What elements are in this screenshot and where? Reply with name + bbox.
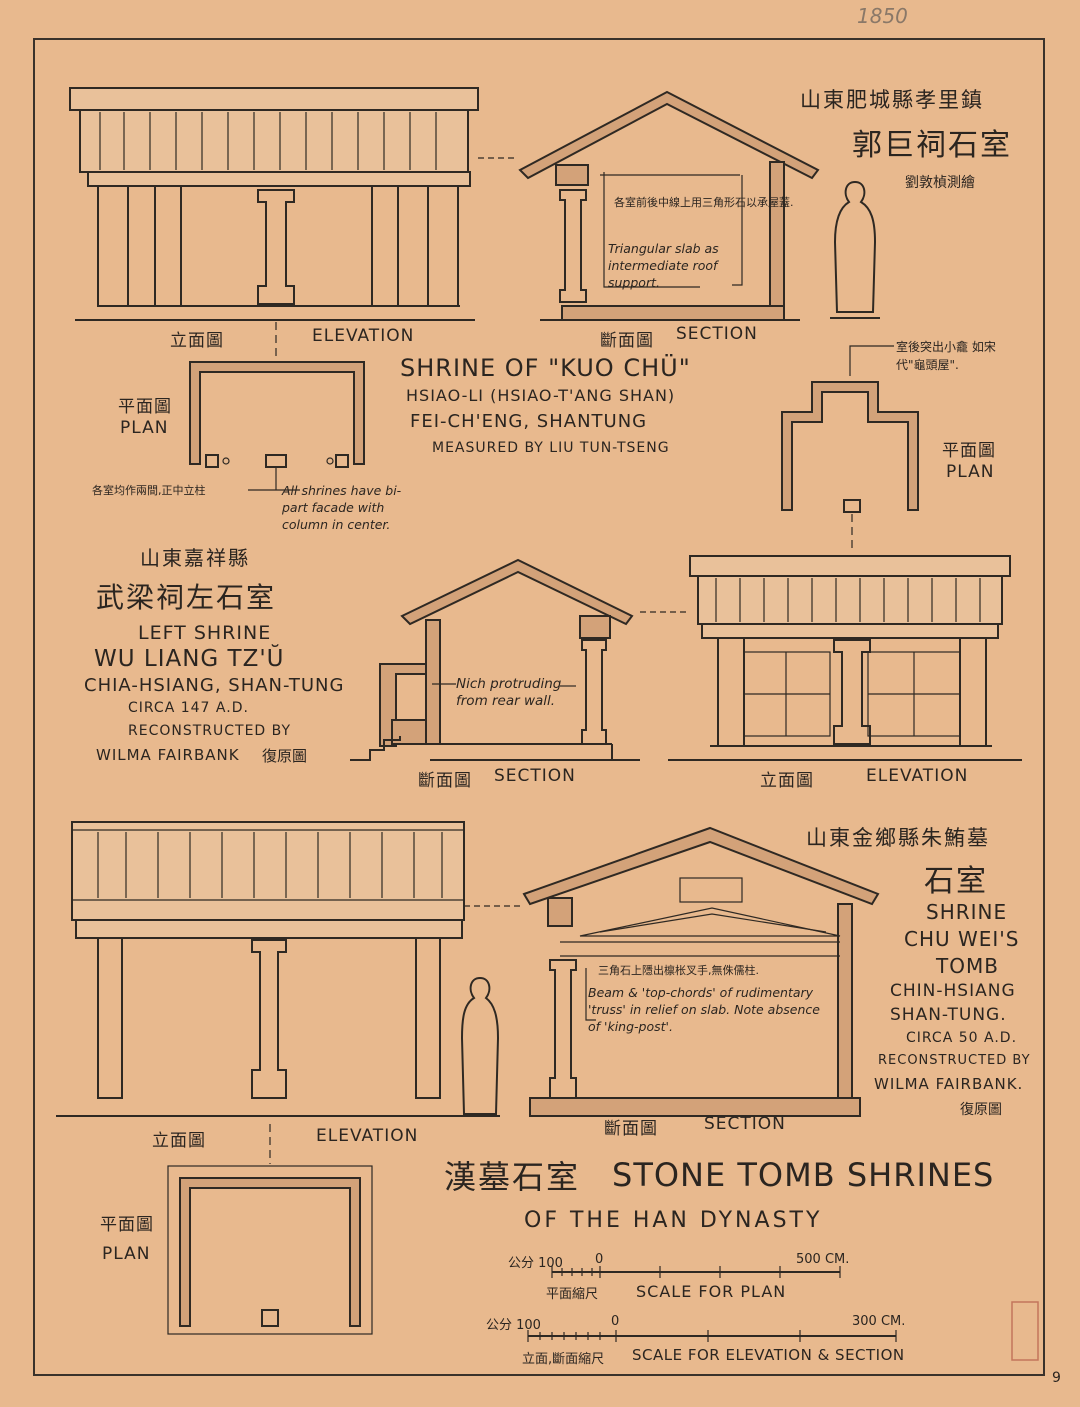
chu-wei-plan-cn: 平面圖 [100, 1215, 154, 1235]
chu-wei-elevation-label: ELEVATION [316, 1126, 419, 1146]
wu-liang-line6: WILMA FAIRBANK [96, 746, 240, 764]
elev-scale-unit: 公分 100 [486, 1318, 541, 1333]
chu-wei-line5: SHAN-TUNG. [890, 1005, 1007, 1025]
chu-wei-cn-credit: 復原圖 [960, 1102, 1002, 1118]
kuo-chu-elevation-cn: 立面圖 [170, 331, 224, 351]
kuo-chu-plan-label: PLAN [120, 418, 169, 438]
red-seal-stamp [1011, 1301, 1039, 1361]
chu-wei-elevation [56, 821, 522, 1164]
chu-wei-section-cn: 斷面圖 [604, 1119, 658, 1139]
chu-wei-line1: SHRINE [926, 900, 1008, 924]
wu-liang-line4: CIRCA 147 A.D. [128, 700, 249, 716]
wu-liang-section-cn: 斷面圖 [418, 771, 472, 791]
wu-liang-elevation-cn: 立面圖 [760, 771, 814, 791]
plan-scale-bar [551, 1266, 841, 1278]
chu-wei-section-note: Beam & 'top-chords' of rudimentary 'trus… [588, 985, 820, 1034]
kuo-chu-plan-note-cn: 各室均作兩間,正中立柱 [92, 484, 206, 497]
chu-wei-elevation-cn: 立面圖 [152, 1131, 206, 1151]
chu-wei-line3: TOMB [936, 954, 999, 978]
wu-liang-line2: WU LIANG TZ'Ŭ [94, 646, 285, 672]
kuo-chu-elevation-label: ELEVATION [312, 326, 415, 346]
chu-wei-plan-label: PLAN [102, 1244, 151, 1264]
plan-scale-cn: 平面縮尺 [546, 1287, 599, 1302]
chu-wei-line4: CHIN-HSIANG [890, 981, 1016, 1001]
kuo-chu-section-label: SECTION [676, 324, 758, 344]
elev-scale-zero: 0 [611, 1314, 620, 1329]
wu-liang-plan-label: PLAN [946, 462, 995, 482]
page-number: 9 [1052, 1370, 1061, 1386]
chu-wei-line2: CHU WEI'S [904, 927, 1020, 951]
kuo-chu-title: SHRINE OF "KUO CHÜ" [400, 354, 691, 382]
kuo-chu-cn-location: 山東肥城縣孝里鎮 [800, 88, 984, 112]
kuo-chu-cn-name: 郭巨祠石室 [852, 128, 1012, 163]
wu-liang-line3: CHIA-HSIANG, SHAN-TUNG [84, 675, 345, 696]
wu-liang-plan-note-cn: 室後突出小龕 如宋代"龜頭屋". [896, 340, 996, 372]
chu-wei-section [522, 826, 880, 1117]
wu-liang-cn-location: 山東嘉祥縣 [140, 546, 250, 570]
main-title-cn: 漢墓石室 [444, 1158, 581, 1196]
kuo-chu-plan-note: All shrines have bi-part facade with col… [282, 483, 402, 532]
plan-scale-label: SCALE FOR PLAN [636, 1282, 787, 1301]
wu-liang-elevation-label: ELEVATION [866, 766, 969, 786]
wu-liang-section [350, 558, 640, 761]
kuo-chu-section-note: Triangular slab as intermediate roof sup… [608, 241, 719, 290]
plan-scale-unit: 公分 100 [508, 1256, 563, 1271]
chu-wei-line6: CIRCA 50 A.D. [906, 1030, 1018, 1046]
elevation-scale-bar [527, 1330, 897, 1342]
wu-liang-line1: LEFT SHRINE [138, 622, 272, 644]
kuo-chu-line1: HSIAO-LI (HSIAO-T'ANG SHAN) [406, 386, 676, 405]
kuo-chu-section-note-cn: 各室前後中線上用三角形石以承屋蓋. [614, 196, 794, 209]
wu-liang-plan [781, 345, 919, 552]
wu-liang-section-note: Nich protruding from rear wall. [456, 676, 562, 709]
sheet-border [33, 38, 1045, 1376]
human-scale-figure [830, 180, 880, 319]
elev-scale-cn: 立面,斷面縮尺 [522, 1352, 605, 1367]
elev-scale-label: SCALE FOR ELEVATION & SECTION [632, 1346, 905, 1364]
kuo-chu-section-cn: 斷面圖 [600, 331, 654, 351]
elev-scale-end: 300 CM. [852, 1314, 906, 1329]
wu-liang-cn-credit: 復原圖 [262, 747, 308, 765]
kuo-chu-cn-credit: 劉敦楨測繪 [905, 175, 975, 191]
wu-liang-plan-cn: 平面圖 [942, 441, 996, 461]
wu-liang-line5: RECONSTRUCTED BY [128, 723, 292, 739]
kuo-chu-line2: FEI-CH'ENG, SHANTUNG [410, 411, 648, 432]
wu-liang-cn-name: 武梁祠左石室 [96, 581, 277, 614]
chu-wei-cn-name: 石室 [924, 864, 988, 899]
main-title: STONE TOMB SHRINES [612, 1156, 995, 1194]
chu-wei-line7: RECONSTRUCTED BY [878, 1053, 1031, 1068]
wu-liang-elevation [640, 555, 1022, 761]
chu-wei-plan [167, 1165, 373, 1335]
chu-wei-section-label: SECTION [704, 1114, 786, 1134]
chu-wei-section-note-cn: 三角石上隱出檩枨叉手,無侏儒柱. [598, 964, 759, 977]
kuo-chu-elevation [69, 87, 518, 356]
wu-liang-section-label: SECTION [494, 766, 576, 786]
pencil-number: 1850 [857, 4, 908, 28]
chu-wei-line8: WILMA FAIRBANK. [874, 1075, 1024, 1093]
plan-scale-end: 500 CM. [796, 1252, 850, 1267]
plan-scale-zero: 0 [595, 1252, 604, 1267]
chu-wei-cn-location: 山東金鄉縣朱鮪墓 [806, 826, 990, 850]
kuo-chu-line3: MEASURED BY LIU TUN-TSENG [432, 440, 670, 456]
kuo-chu-plan [189, 361, 365, 491]
main-subtitle: OF THE HAN DYNASTY [524, 1208, 823, 1233]
human-scale-figure-2 [460, 976, 500, 1115]
kuo-chu-section [518, 90, 820, 321]
kuo-chu-plan-cn: 平面圖 [118, 397, 172, 417]
